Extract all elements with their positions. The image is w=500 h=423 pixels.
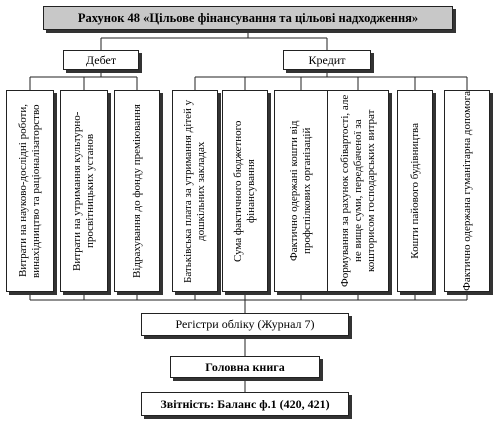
credit-item-text: Сума фактичного бюджетного фінансування — [232, 120, 257, 262]
credit-item-text: Формування за рахунок собівартості, але … — [338, 94, 377, 288]
debit-item-research: Витрати на науково-дослідні роботи, вина… — [6, 90, 54, 292]
debit-item-text: Витрати на утримання культурно-просвітни… — [71, 111, 96, 271]
general-ledger-box: Головна книга — [170, 356, 320, 378]
debit-item-bonus-fund: Відрахування до фонду преміювання — [114, 90, 160, 292]
credit-item-humanitarian-aid: Фактично одержана гуманітарна допомога — [444, 90, 490, 292]
debit-label: Дебет — [85, 52, 117, 67]
credit-item-parent-fee: Батьківська плата за утримання дітей у д… — [172, 90, 218, 292]
credit-item-trade-union: Фактично одержані кошти від профспілкови… — [274, 90, 328, 292]
reporting-box: Звітність: Баланс ф.1 (420, 421) — [141, 392, 349, 416]
account-title-text: Рахунок 48 «Цільове фінансування та ціль… — [77, 10, 419, 25]
registers-box: Регістри обліку (Журнал 7) — [141, 313, 349, 336]
account-title: Рахунок 48 «Цільове фінансування та ціль… — [43, 6, 453, 30]
reporting-text: Звітність: Баланс ф.1 (420, 421) — [160, 396, 330, 411]
credit-item-share-construction: Кошти пайового будівництва — [397, 90, 433, 292]
debit-item-text: Витрати на науково-дослідні роботи, вина… — [17, 104, 42, 278]
credit-item-cost-formation: Формування за рахунок собівартості, але … — [327, 90, 389, 292]
credit-item-budget-funding: Сума фактичного бюджетного фінансування — [222, 90, 268, 292]
registers-text: Регістри обліку (Журнал 7) — [175, 317, 315, 331]
credit-item-text: Фактично одержані кошти від профспілкови… — [288, 120, 313, 262]
credit-item-text: Кошти пайового будівництва — [408, 123, 421, 259]
credit-item-text: Батьківська плата за утримання дітей у д… — [182, 99, 207, 283]
debit-item-cultural: Витрати на утримання культурно-просвітни… — [60, 90, 108, 292]
credit-item-text: Фактично одержана гуманітарна допомога — [460, 91, 473, 291]
general-ledger-text: Головна книга — [205, 359, 285, 374]
debit-item-text: Відрахування до фонду преміювання — [130, 104, 143, 278]
credit-label: Кредит — [308, 52, 346, 67]
debit-header: Дебет — [63, 50, 139, 70]
credit-header: Кредит — [283, 50, 371, 70]
